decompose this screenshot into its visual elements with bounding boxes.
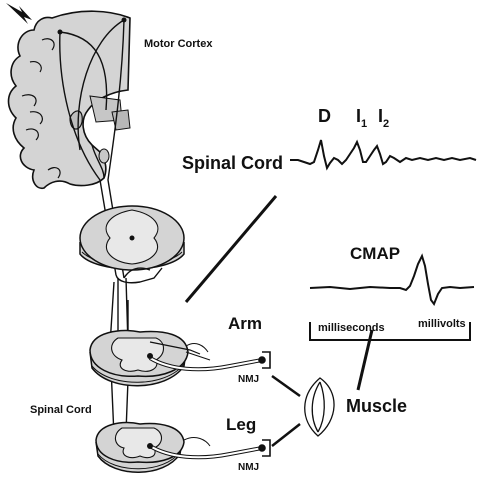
spinal-cord-section-arm [89,329,263,387]
spinal-cord-section-upper [79,205,185,271]
cmap-label: CMAP [350,244,401,263]
milliseconds-label: milliseconds [318,322,385,334]
d-i-wave-trace [290,139,477,171]
nmj-muscle-connectors [271,374,301,447]
leg-label: Leg [226,415,257,434]
lightning-bolt-icon [6,3,32,24]
brain-section [7,10,131,190]
spinal-cord-leader-line [184,195,278,303]
muscle-fiber-icon [304,377,335,437]
cmap-trace [309,253,475,307]
wave-label-i1: I1 [356,106,368,130]
spinal-cord-section-leg [95,421,263,473]
nmj-label-arm: NMJ [238,374,260,385]
arm-label: Arm [228,314,263,333]
spinal-cord-title: Spinal Cord [182,153,284,173]
spinal-cord-side-label: Spinal Cord [30,404,92,416]
wave-label-i2: I2 [378,106,390,130]
muscle-label: Muscle [346,396,408,416]
wave-label-d: D [318,106,331,126]
motor-cortex-label: Motor Cortex [144,38,213,50]
nmj-terminal-leg [258,439,271,457]
nmj-terminal-arm [258,351,271,369]
millivolts-label: millivolts [418,318,466,330]
nmj-label-leg: NMJ [238,462,260,473]
scale-bar [309,322,471,341]
